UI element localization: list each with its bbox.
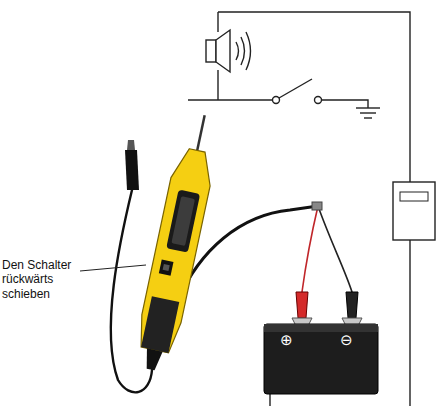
callout-text: Den Schalter rückwärts schieben [2,258,82,301]
probe-clip [125,140,139,190]
polarity-mark: ⊕ [277,332,295,347]
ground-symbol [356,108,380,118]
relay-box [393,182,435,240]
voltage-tester [131,111,224,374]
polarity-mark: ⊖ [337,332,355,347]
switch-symbol [273,79,322,104]
battery-clips [292,292,362,326]
horn-symbol [206,30,251,72]
battery [264,324,378,394]
leader-line [80,265,146,271]
